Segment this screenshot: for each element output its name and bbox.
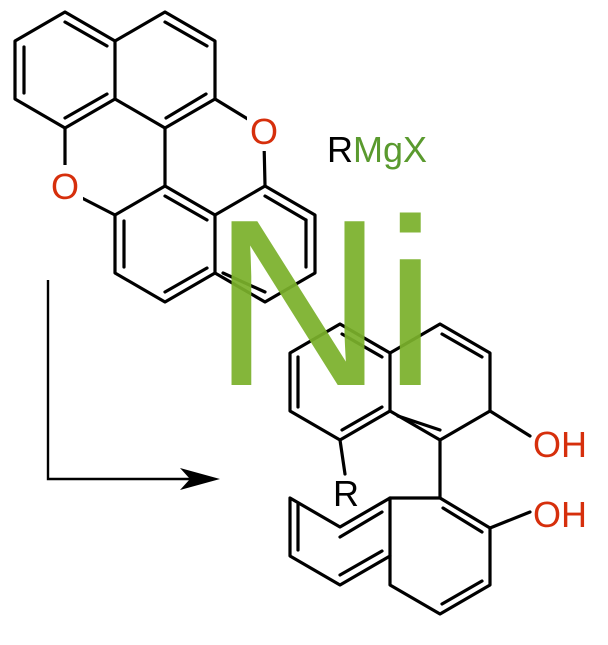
grignard-reagent: RMgX bbox=[327, 129, 427, 170]
reagent-x: X bbox=[403, 129, 427, 170]
arrow-head bbox=[180, 468, 220, 490]
reaction-arrow bbox=[46, 280, 220, 490]
reagent-mg: Mg bbox=[353, 129, 403, 170]
oxygen-2-mask bbox=[47, 165, 83, 205]
product-bonds bbox=[288, 322, 532, 616]
nickel-catalyst-label: Ni bbox=[212, 171, 437, 436]
oxygen-1-mask bbox=[247, 111, 281, 151]
reagent-r: R bbox=[327, 129, 353, 170]
starting-material: O O bbox=[13, 10, 317, 304]
hydroxyl-group-1: OH bbox=[533, 424, 587, 465]
oxygen-atom-1: O bbox=[250, 111, 278, 152]
substituent-r: R bbox=[333, 473, 359, 514]
starting-material-bonds bbox=[13, 10, 317, 304]
hydroxyl-group-2: OH bbox=[533, 494, 587, 535]
product: OH OH R bbox=[288, 322, 587, 616]
oxygen-atom-2: O bbox=[51, 166, 79, 207]
